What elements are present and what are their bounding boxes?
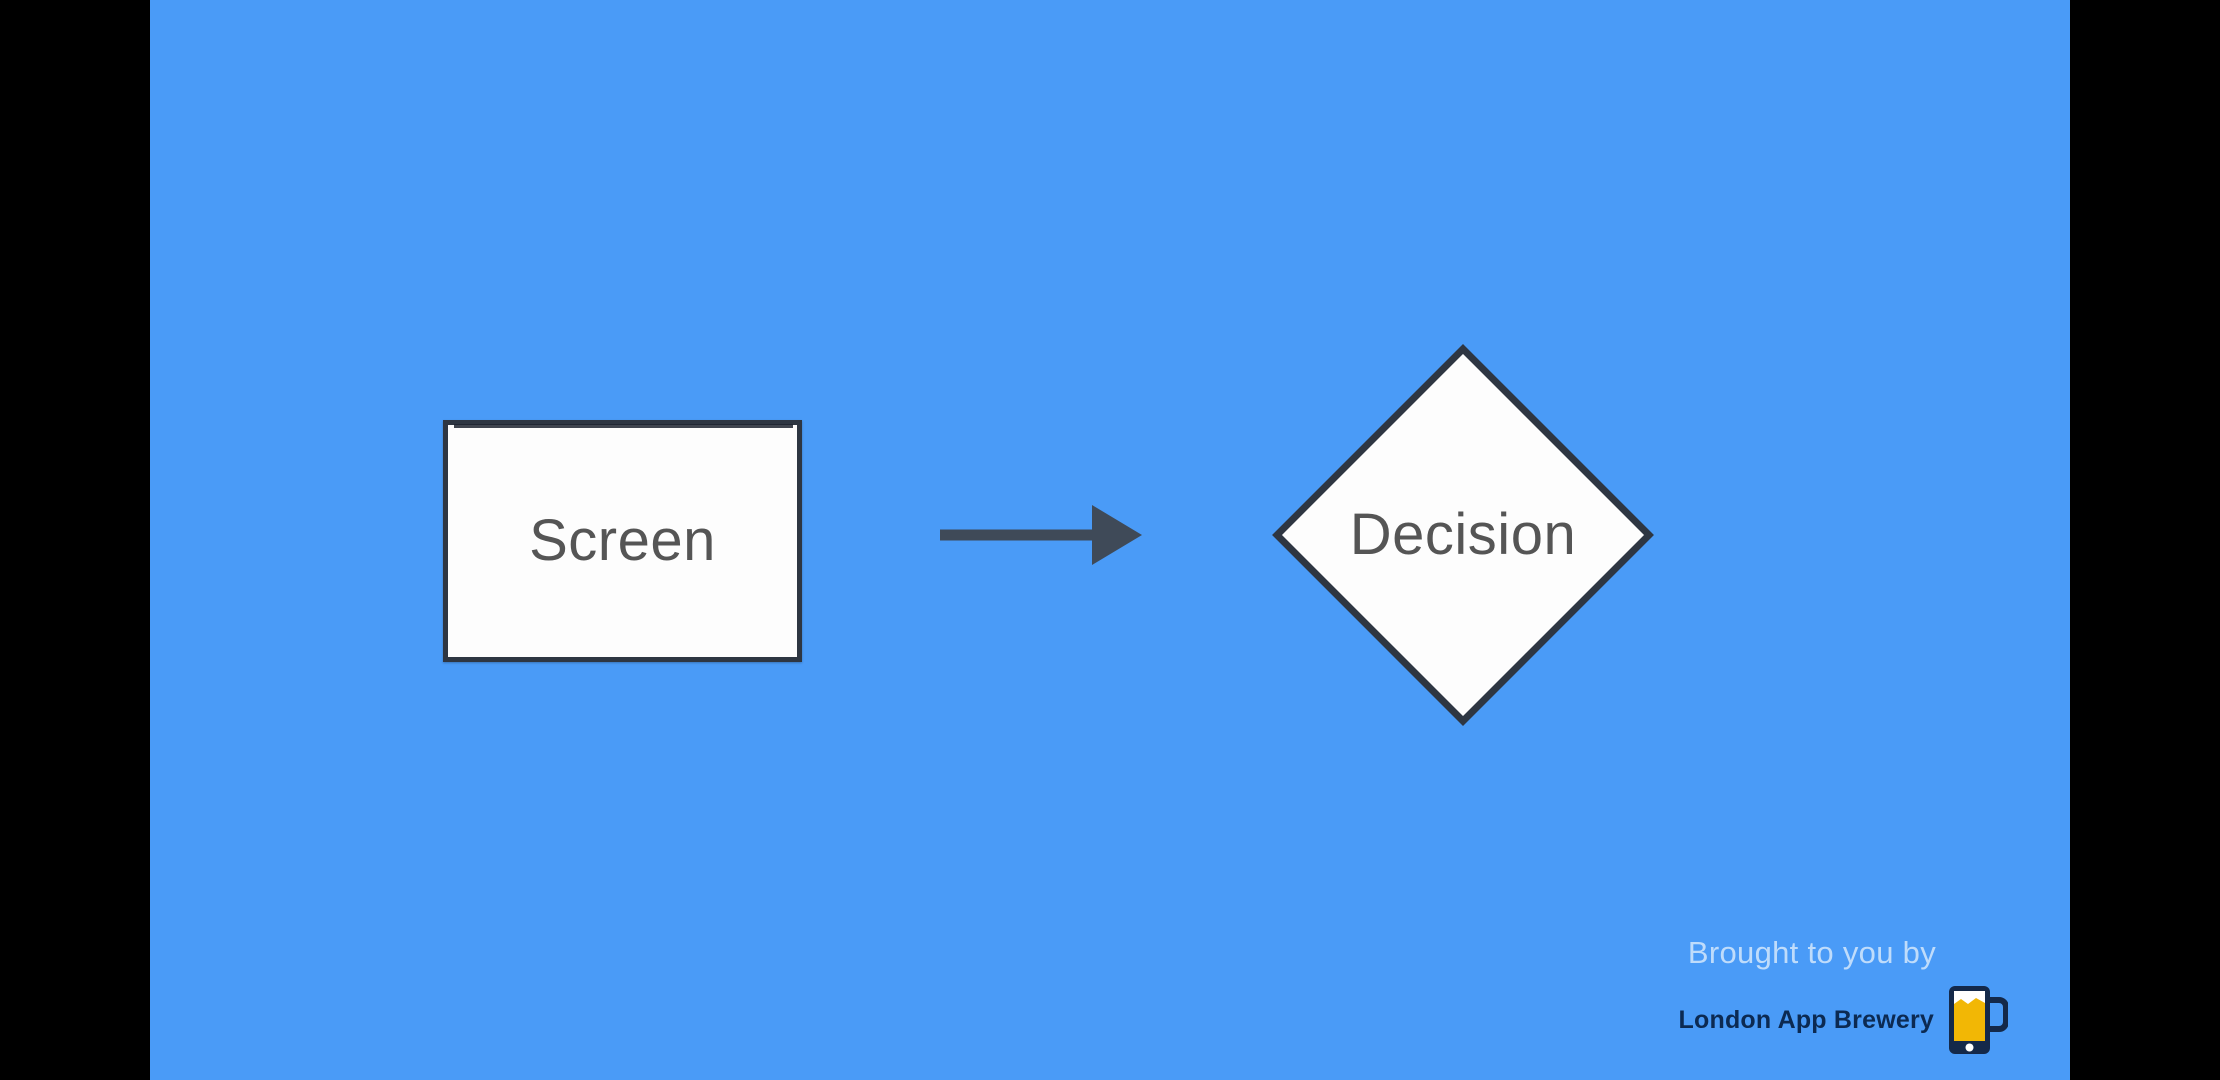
flowchart-node-decision[interactable]: Decision <box>1272 344 1654 726</box>
flowchart-node-screen[interactable]: Screen <box>443 420 802 662</box>
letterbox-bar-left <box>0 0 150 1080</box>
letterbox-bar-right <box>2070 0 2220 1080</box>
flowchart-node-screen-label: Screen <box>529 508 716 573</box>
slide-canvas: Screen Decision Brought to you by London… <box>150 0 2070 1080</box>
branding-row: London App Brewery <box>1679 982 2008 1058</box>
beer-mug-phone-icon <box>1949 986 2008 1054</box>
diamond-shape-icon <box>1272 344 1654 726</box>
branding-name: London App Brewery <box>1678 1005 1934 1034</box>
arrow-icon <box>940 505 1142 565</box>
branding: Brought to you by London App Brewery <box>1679 937 2008 1058</box>
flowchart-edge-screen-to-decision[interactable] <box>936 495 1196 575</box>
branding-tagline: Brought to you by <box>1687 935 1936 970</box>
